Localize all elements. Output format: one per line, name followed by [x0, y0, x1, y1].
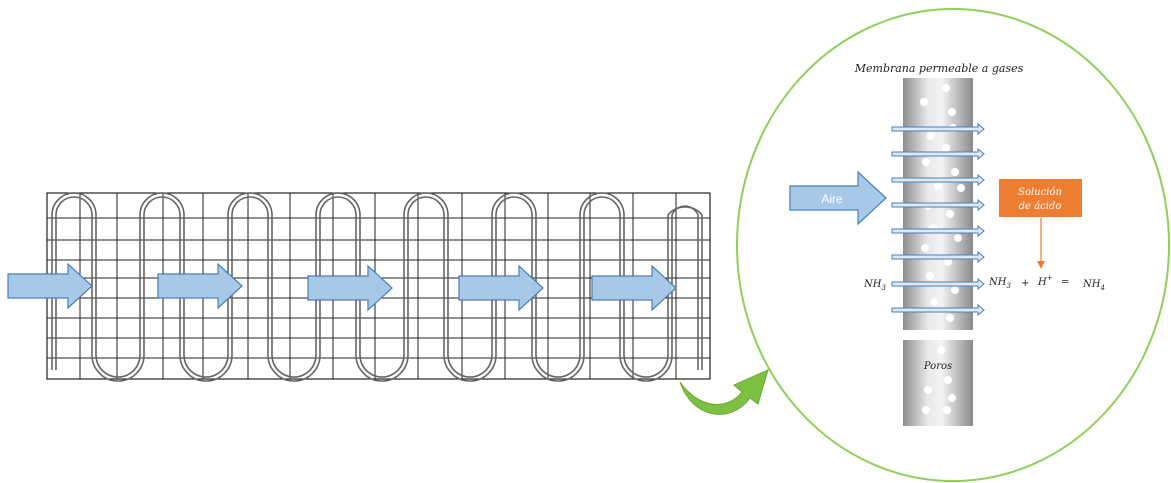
flow-arrow-4 [458, 264, 544, 312]
flow-arrow-1 [7, 262, 93, 310]
acid-arrow [1037, 218, 1045, 269]
reaction-equation: NH3 + H+ = NH4 [988, 274, 1105, 292]
air-arrow [789, 170, 887, 226]
serpentine-tube [51, 192, 703, 382]
svg-text:NH4: NH4 [1082, 279, 1105, 292]
membrane-tube-lower [903, 340, 973, 426]
acid-solution-box [999, 179, 1082, 217]
flow-arrow-3 [307, 264, 393, 312]
nh3-left-label: NH3 [863, 279, 886, 292]
svg-text:NH3: NH3 [988, 277, 1011, 290]
pores-label: Poros [923, 361, 952, 372]
svg-text:=: = [1061, 277, 1069, 288]
acid-label-line1: Solución [1018, 187, 1062, 198]
membrane-title: Membrana permeable a gases [854, 62, 1024, 75]
gas-transfer-arrows [891, 122, 985, 317]
flow-arrow-2 [157, 262, 243, 310]
svg-text:H+: H+ [1037, 274, 1053, 288]
acid-label-line2: de ácido [1019, 201, 1062, 212]
flow-arrow-5 [591, 264, 677, 312]
flow-arrows [7, 262, 677, 312]
zoom-pointer-arrow [679, 369, 769, 415]
svg-text:+: + [1021, 278, 1029, 289]
air-label: Aire [821, 192, 843, 206]
